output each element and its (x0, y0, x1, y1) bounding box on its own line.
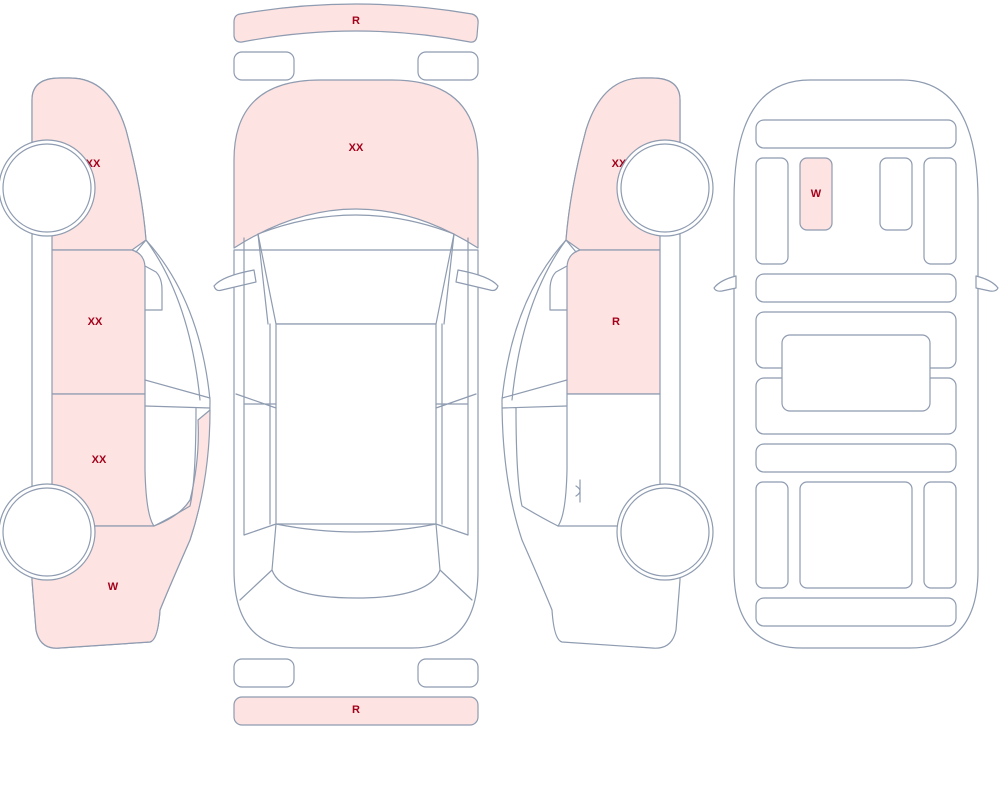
left-mirror (213, 269, 257, 292)
cargo-right (923, 481, 957, 589)
hood-label: XX (349, 142, 364, 154)
cargo-left (755, 481, 789, 589)
rear-bumper-label: R (352, 704, 360, 716)
interior-view: W (713, 79, 999, 649)
left-quarter-panel-label: W (108, 581, 119, 593)
left-headlight (233, 51, 295, 81)
right-front-door[interactable] (566, 249, 661, 395)
left-front-wheel (2, 143, 92, 233)
right-a-pillar (443, 233, 455, 325)
interior-right-mirror (975, 275, 999, 292)
left-rear-door-label: XX (92, 454, 107, 466)
right-side-view: XX R (501, 77, 714, 649)
rear-bumper[interactable] (233, 696, 479, 726)
rear-console (781, 334, 931, 412)
left-rear-wheel (2, 487, 92, 577)
top-view: R XX R (213, 3, 499, 726)
dashboard (755, 119, 957, 149)
front-bumper[interactable] (233, 3, 479, 43)
hood[interactable] (233, 79, 479, 249)
left-side-windows (135, 239, 211, 527)
right-mirror (455, 269, 499, 292)
front-bumper-label: R (352, 15, 360, 27)
right-headlight (417, 51, 479, 81)
driver-seat[interactable] (799, 157, 833, 231)
driver-seat-label: W (811, 188, 822, 200)
right-fuel-door-icon (575, 479, 581, 503)
rear-seat-back (755, 443, 957, 473)
left-a-pillar (257, 233, 269, 325)
front-seat-back (755, 273, 957, 303)
right-front-wheel (620, 143, 710, 233)
rear-panel (755, 597, 957, 627)
right-rear-wheel (620, 487, 710, 577)
rear-window (271, 523, 441, 599)
trunk-lines (239, 569, 473, 601)
right-taillight (417, 658, 479, 688)
left-front-seat-edge (755, 157, 789, 265)
right-front-door-label: R (612, 316, 620, 328)
left-taillight (233, 658, 295, 688)
left-front-door-label: XX (88, 316, 103, 328)
cargo-area (799, 481, 913, 589)
right-front-seat-edge (923, 157, 957, 265)
passenger-seat[interactable] (879, 157, 913, 231)
left-quarter-panel[interactable] (31, 409, 211, 649)
right-side-glass (435, 237, 477, 536)
left-side-view: XX XX XX W (0, 77, 211, 649)
left-front-door[interactable] (51, 249, 146, 395)
interior-left-mirror (713, 275, 737, 292)
right-side-windows (501, 239, 577, 527)
roof (275, 323, 437, 525)
left-side-glass (235, 237, 277, 536)
